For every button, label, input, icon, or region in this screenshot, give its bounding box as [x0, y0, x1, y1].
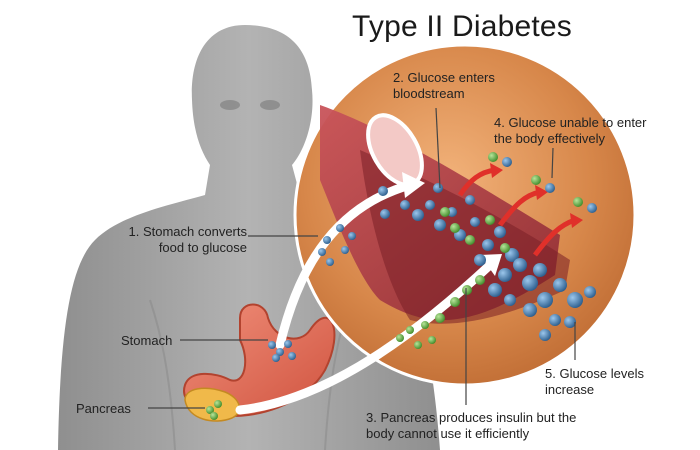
- glucose-dot: [498, 268, 512, 282]
- glucose-dot: [318, 248, 326, 256]
- leader-line-glucose-unable: [551, 147, 554, 179]
- insulin-dot: [485, 215, 495, 225]
- label-stomach-converts: 1. Stomach converts food to glucose: [128, 224, 248, 255]
- glucose-dot: [545, 183, 555, 193]
- insulin-dot: [488, 152, 498, 162]
- label-glucose-unable: 4. Glucose unable to enter the body effe…: [494, 115, 647, 146]
- glucose-dot: [522, 275, 538, 291]
- leader-line-glucose-enters: [435, 107, 441, 189]
- glucose-dot: [584, 286, 596, 298]
- glucose-dot: [523, 303, 537, 317]
- glucose-dot: [482, 239, 494, 251]
- insulin-dot: [440, 207, 450, 217]
- insulin-dot: [406, 326, 414, 334]
- glucose-dot: [447, 207, 457, 217]
- label-stomach: Stomach: [121, 333, 173, 348]
- glucose-dot: [494, 226, 506, 238]
- glucose-dot: [502, 157, 512, 167]
- label-glucose-enters: 2. Glucose enters bloodstream: [393, 70, 495, 101]
- glucose-dot: [288, 352, 296, 360]
- insulin-dot: [475, 275, 485, 285]
- insulin-dot: [210, 412, 218, 420]
- insulin-dot: [450, 223, 460, 233]
- glucose-dot: [341, 246, 349, 254]
- glucose-dot: [326, 258, 334, 266]
- insulin-dot: [435, 313, 445, 323]
- label-pancreas-produces: 3. Pancreas produces insulin but the bod…: [366, 410, 577, 441]
- glucose-dot: [564, 316, 576, 328]
- glucose-dot: [323, 236, 331, 244]
- glucose-dot: [465, 195, 475, 205]
- glucose-dot: [433, 183, 443, 193]
- insulin-dot: [214, 400, 222, 408]
- glucose-dot: [272, 354, 280, 362]
- glucose-dot: [537, 292, 553, 308]
- glucose-dot: [400, 200, 410, 210]
- insulin-dot: [414, 341, 422, 349]
- glucose-dot: [425, 200, 435, 210]
- glucose-dot: [470, 217, 480, 227]
- insulin-dot: [531, 175, 541, 185]
- glucose-dot: [434, 219, 446, 231]
- glucose-dot: [504, 294, 516, 306]
- glucose-dot: [533, 263, 547, 277]
- glucose-dot: [284, 340, 292, 348]
- glucose-dot: [587, 203, 597, 213]
- glucose-dot: [268, 341, 276, 349]
- insulin-dot: [396, 334, 404, 342]
- glucose-dot: [488, 283, 502, 297]
- glucose-dot: [539, 329, 551, 341]
- insulin-dot: [206, 406, 214, 414]
- label-glucose-levels: 5. Glucose levels increase: [545, 366, 644, 397]
- glucose-dot: [348, 232, 356, 240]
- glucose-dot: [474, 254, 486, 266]
- glucose-dot: [549, 314, 561, 326]
- leader-lines: [148, 107, 576, 409]
- glucose-dot: [276, 348, 284, 356]
- glucose-dot: [553, 278, 567, 292]
- insulin-dot: [465, 235, 475, 245]
- insulin-dot: [462, 285, 472, 295]
- insulin-dot: [500, 243, 510, 253]
- insulin-dot: [428, 336, 436, 344]
- glucose-dot: [380, 209, 390, 219]
- glucose-dot: [378, 186, 388, 196]
- insulin-dot: [450, 297, 460, 307]
- glucose-dot: [412, 209, 424, 221]
- label-pancreas: Pancreas: [76, 401, 131, 416]
- glucose-dot: [567, 292, 583, 308]
- insulin-dot: [573, 197, 583, 207]
- molecule-dots: [206, 152, 597, 420]
- glucose-dot: [336, 224, 344, 232]
- insulin-dot: [421, 321, 429, 329]
- page-title: Type II Diabetes: [352, 10, 572, 43]
- glucose-dot: [513, 258, 527, 272]
